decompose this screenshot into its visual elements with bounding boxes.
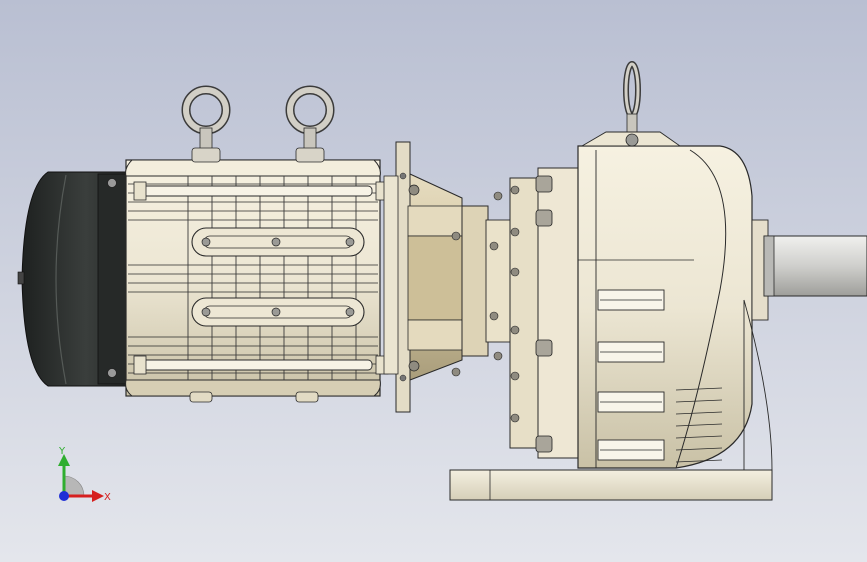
output-shaft[interactable]: [763, 235, 867, 297]
fan-cover[interactable]: [17, 171, 129, 387]
adapter-housing[interactable]: [407, 173, 513, 381]
motor-flange[interactable]: [383, 141, 411, 413]
motor-housing[interactable]: [125, 159, 389, 403]
cycloid-reducer[interactable]: [449, 145, 773, 501]
reducer-eyebolt[interactable]: [580, 61, 682, 147]
coordinate-triad: Y X: [58, 446, 111, 503]
triad-y-label: Y: [58, 446, 66, 457]
motor-eyebolt-right[interactable]: [285, 85, 335, 163]
triad-x-label: X: [104, 492, 111, 503]
triad-z-axis: [59, 491, 69, 501]
motor-eyebolt-left[interactable]: [181, 85, 231, 163]
